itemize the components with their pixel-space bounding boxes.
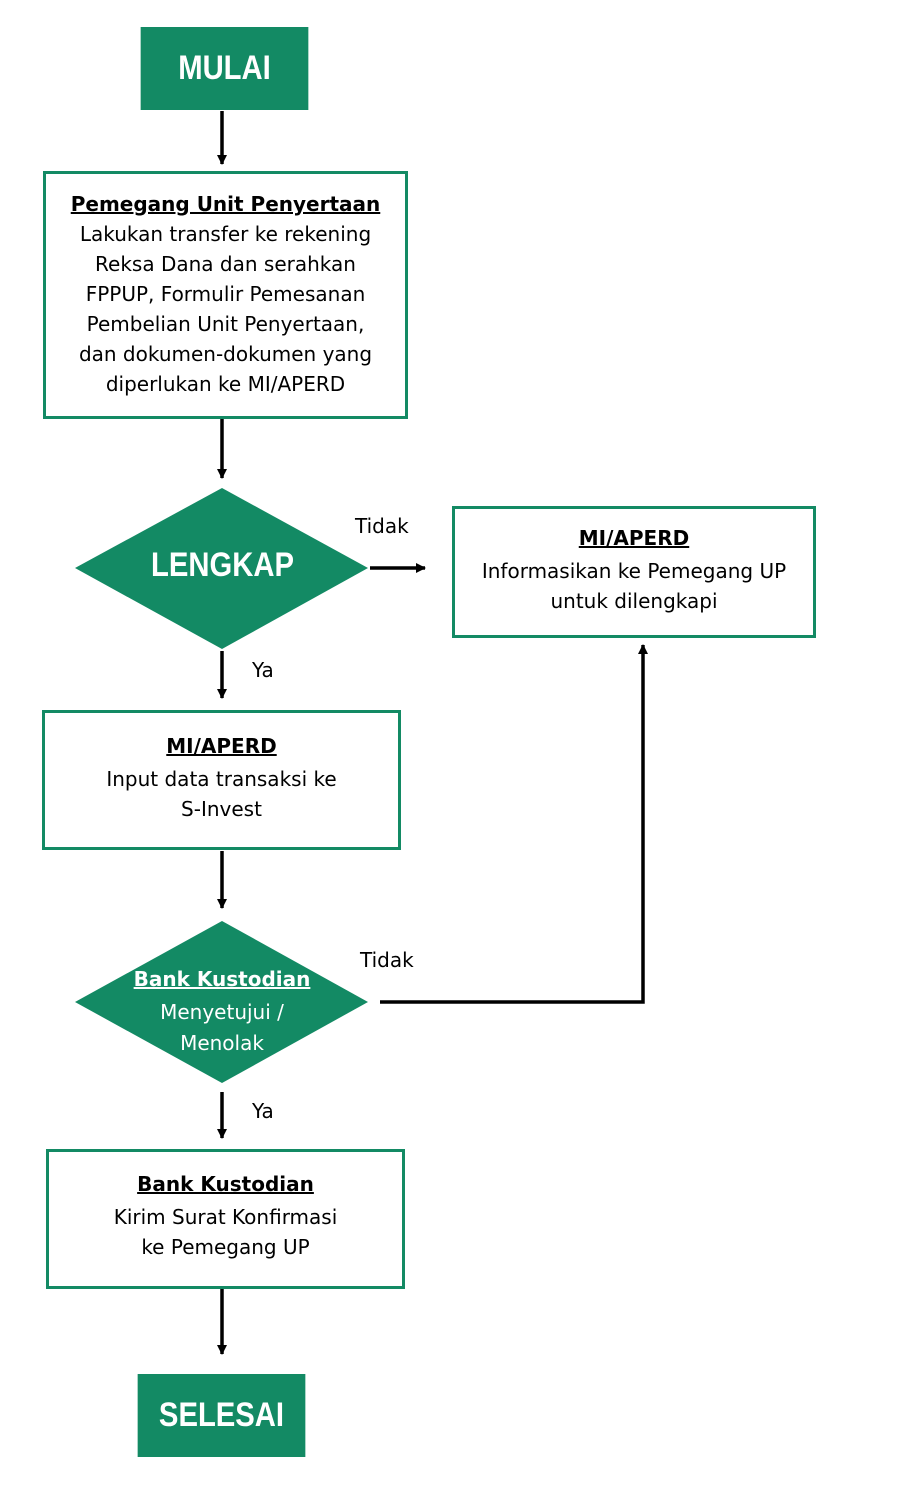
decision-diamond-lengkap [75,488,368,649]
edge-label-yes: Ya [252,1099,274,1123]
end-terminal: SELESAI [137,1374,306,1457]
edge-label-no: Tidak [360,948,414,972]
decision-diamond-bank-kustodian [75,921,368,1083]
process-heading: MI/APERD [578,526,690,550]
arrow-decision2-no [380,644,648,1004]
process-box-informasikan: MI/APERD Informasikan ke Pemegang UP unt… [452,506,816,638]
decision-label-lengkap: LENGKAP [126,546,320,585]
decision-label-bank-kustodian: Bank Kustodian Menyetujui / Menolak [122,964,322,1059]
process-heading: Pemegang Unit Penyertaan [70,192,381,216]
decision-label-text: LENGKAP [151,546,294,584]
start-label: MULAI [178,49,271,87]
process-heading: MI/APERD [166,734,277,758]
decision-body: Menyetujui / Menolak [160,1000,284,1055]
process-heading: Bank Kustodian [137,1172,314,1196]
edge-label-no: Tidak [355,514,409,538]
process-box-pemegang-up: Pemegang Unit Penyertaan Lakukan transfe… [43,171,408,419]
decision-heading: Bank Kustodian [133,967,311,991]
process-box-kirim-konfirmasi: Bank Kustodian Kirim Surat Konfirmasi ke… [46,1149,405,1289]
process-box-input-data: MI/APERD Input data transaksi ke S-Inves… [42,710,401,850]
process-body: Informasikan ke Pemegang UP untuk dileng… [481,559,787,613]
process-body: Lakukan transfer ke rekening Reksa Dana … [78,222,373,396]
start-terminal: MULAI [140,27,309,110]
process-body: Input data transaksi ke S-Invest [106,767,337,821]
end-label: SELESAI [158,1396,285,1434]
edge-label-yes: Ya [252,658,274,682]
process-body: Kirim Surat Konfirmasi ke Pemegang UP [113,1205,338,1259]
